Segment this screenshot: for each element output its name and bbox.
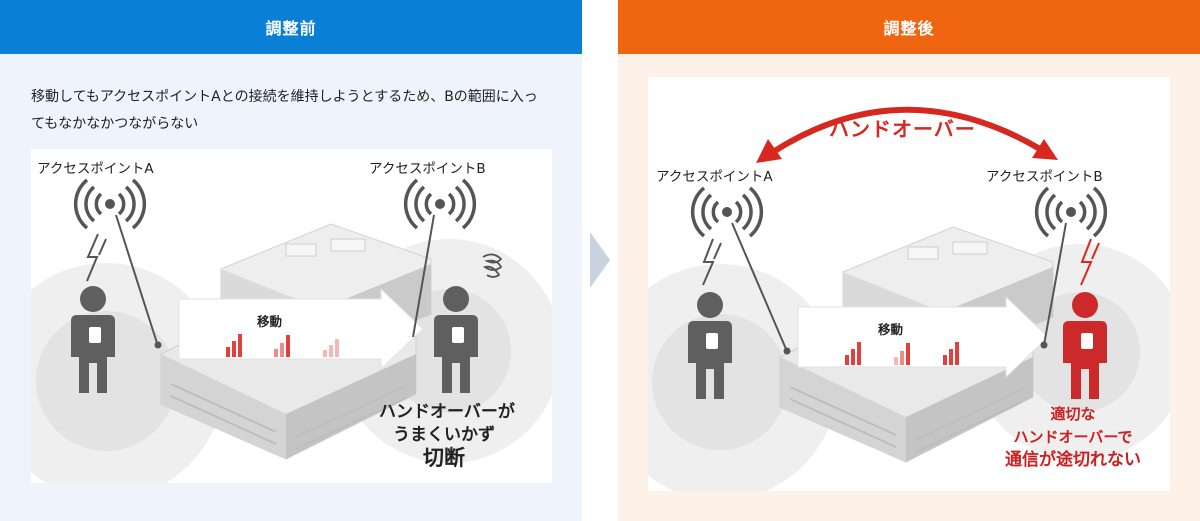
person-a-icon bbox=[688, 292, 732, 399]
move-label: 移動 bbox=[257, 314, 283, 329]
chevron-right-icon bbox=[590, 232, 610, 288]
before-header: 調整前 bbox=[0, 0, 582, 54]
handover-arrow bbox=[756, 106, 1058, 163]
connection-line-a bbox=[115, 214, 158, 344]
ap-a-label: アクセスポイントA bbox=[656, 169, 773, 185]
after-caption: 適切な ハンドオーバーで 通信が途切れない bbox=[1005, 405, 1141, 470]
connection-line-a bbox=[731, 222, 787, 350]
lightning-icon-gray bbox=[702, 238, 722, 286]
ap-b-label: アクセスポイントB bbox=[986, 169, 1103, 185]
lightning-icon-red bbox=[1080, 238, 1100, 286]
person-b-icon bbox=[1063, 292, 1107, 399]
lightning-icon bbox=[86, 233, 107, 282]
ap-b-label: アクセスポイントB bbox=[369, 161, 486, 177]
before-description: 移動してもアクセスポイントAとの接続を維持しようとするため、Bの範囲に入ってもな… bbox=[31, 89, 538, 132]
signal-strength-bars bbox=[226, 334, 339, 357]
after-diagram-card: ハンドオーバー アクセスポイントA アクセスポイントB 移動 適切な ハンドオー… bbox=[648, 77, 1170, 491]
after-header: 調整後 bbox=[618, 0, 1200, 54]
antenna-b-icon bbox=[1034, 186, 1108, 238]
swirl-icon bbox=[482, 253, 503, 278]
movement-arrow bbox=[797, 295, 1049, 379]
ap-a-label: アクセスポイントA bbox=[37, 161, 154, 177]
connection-line-b bbox=[412, 214, 435, 338]
before-diagram-card: アクセスポイントA アクセスポイントB 移動 ハンドオーバーが うまくいかず 切… bbox=[31, 149, 552, 483]
movement-arrow bbox=[178, 287, 424, 371]
connection-line-b bbox=[1043, 222, 1067, 346]
antenna-b-icon bbox=[403, 178, 477, 230]
before-panel: 調整前 移動してもアクセスポイントAとの接続を維持しようとするため、Bの範囲に入… bbox=[0, 0, 582, 521]
antenna-a-icon bbox=[73, 178, 147, 230]
antenna-a-icon bbox=[690, 186, 764, 238]
move-label: 移動 bbox=[878, 322, 904, 337]
person-b-icon bbox=[434, 286, 478, 393]
handover-label: ハンドオーバー bbox=[829, 117, 976, 141]
signal-strength-bars bbox=[845, 342, 959, 365]
before-diagram bbox=[31, 178, 552, 483]
after-diagram bbox=[648, 106, 1170, 491]
before-caption: ハンドオーバーが うまくいかず 切断 bbox=[379, 402, 515, 470]
after-panel: 調整後 bbox=[618, 0, 1200, 521]
person-a-icon bbox=[71, 286, 115, 393]
